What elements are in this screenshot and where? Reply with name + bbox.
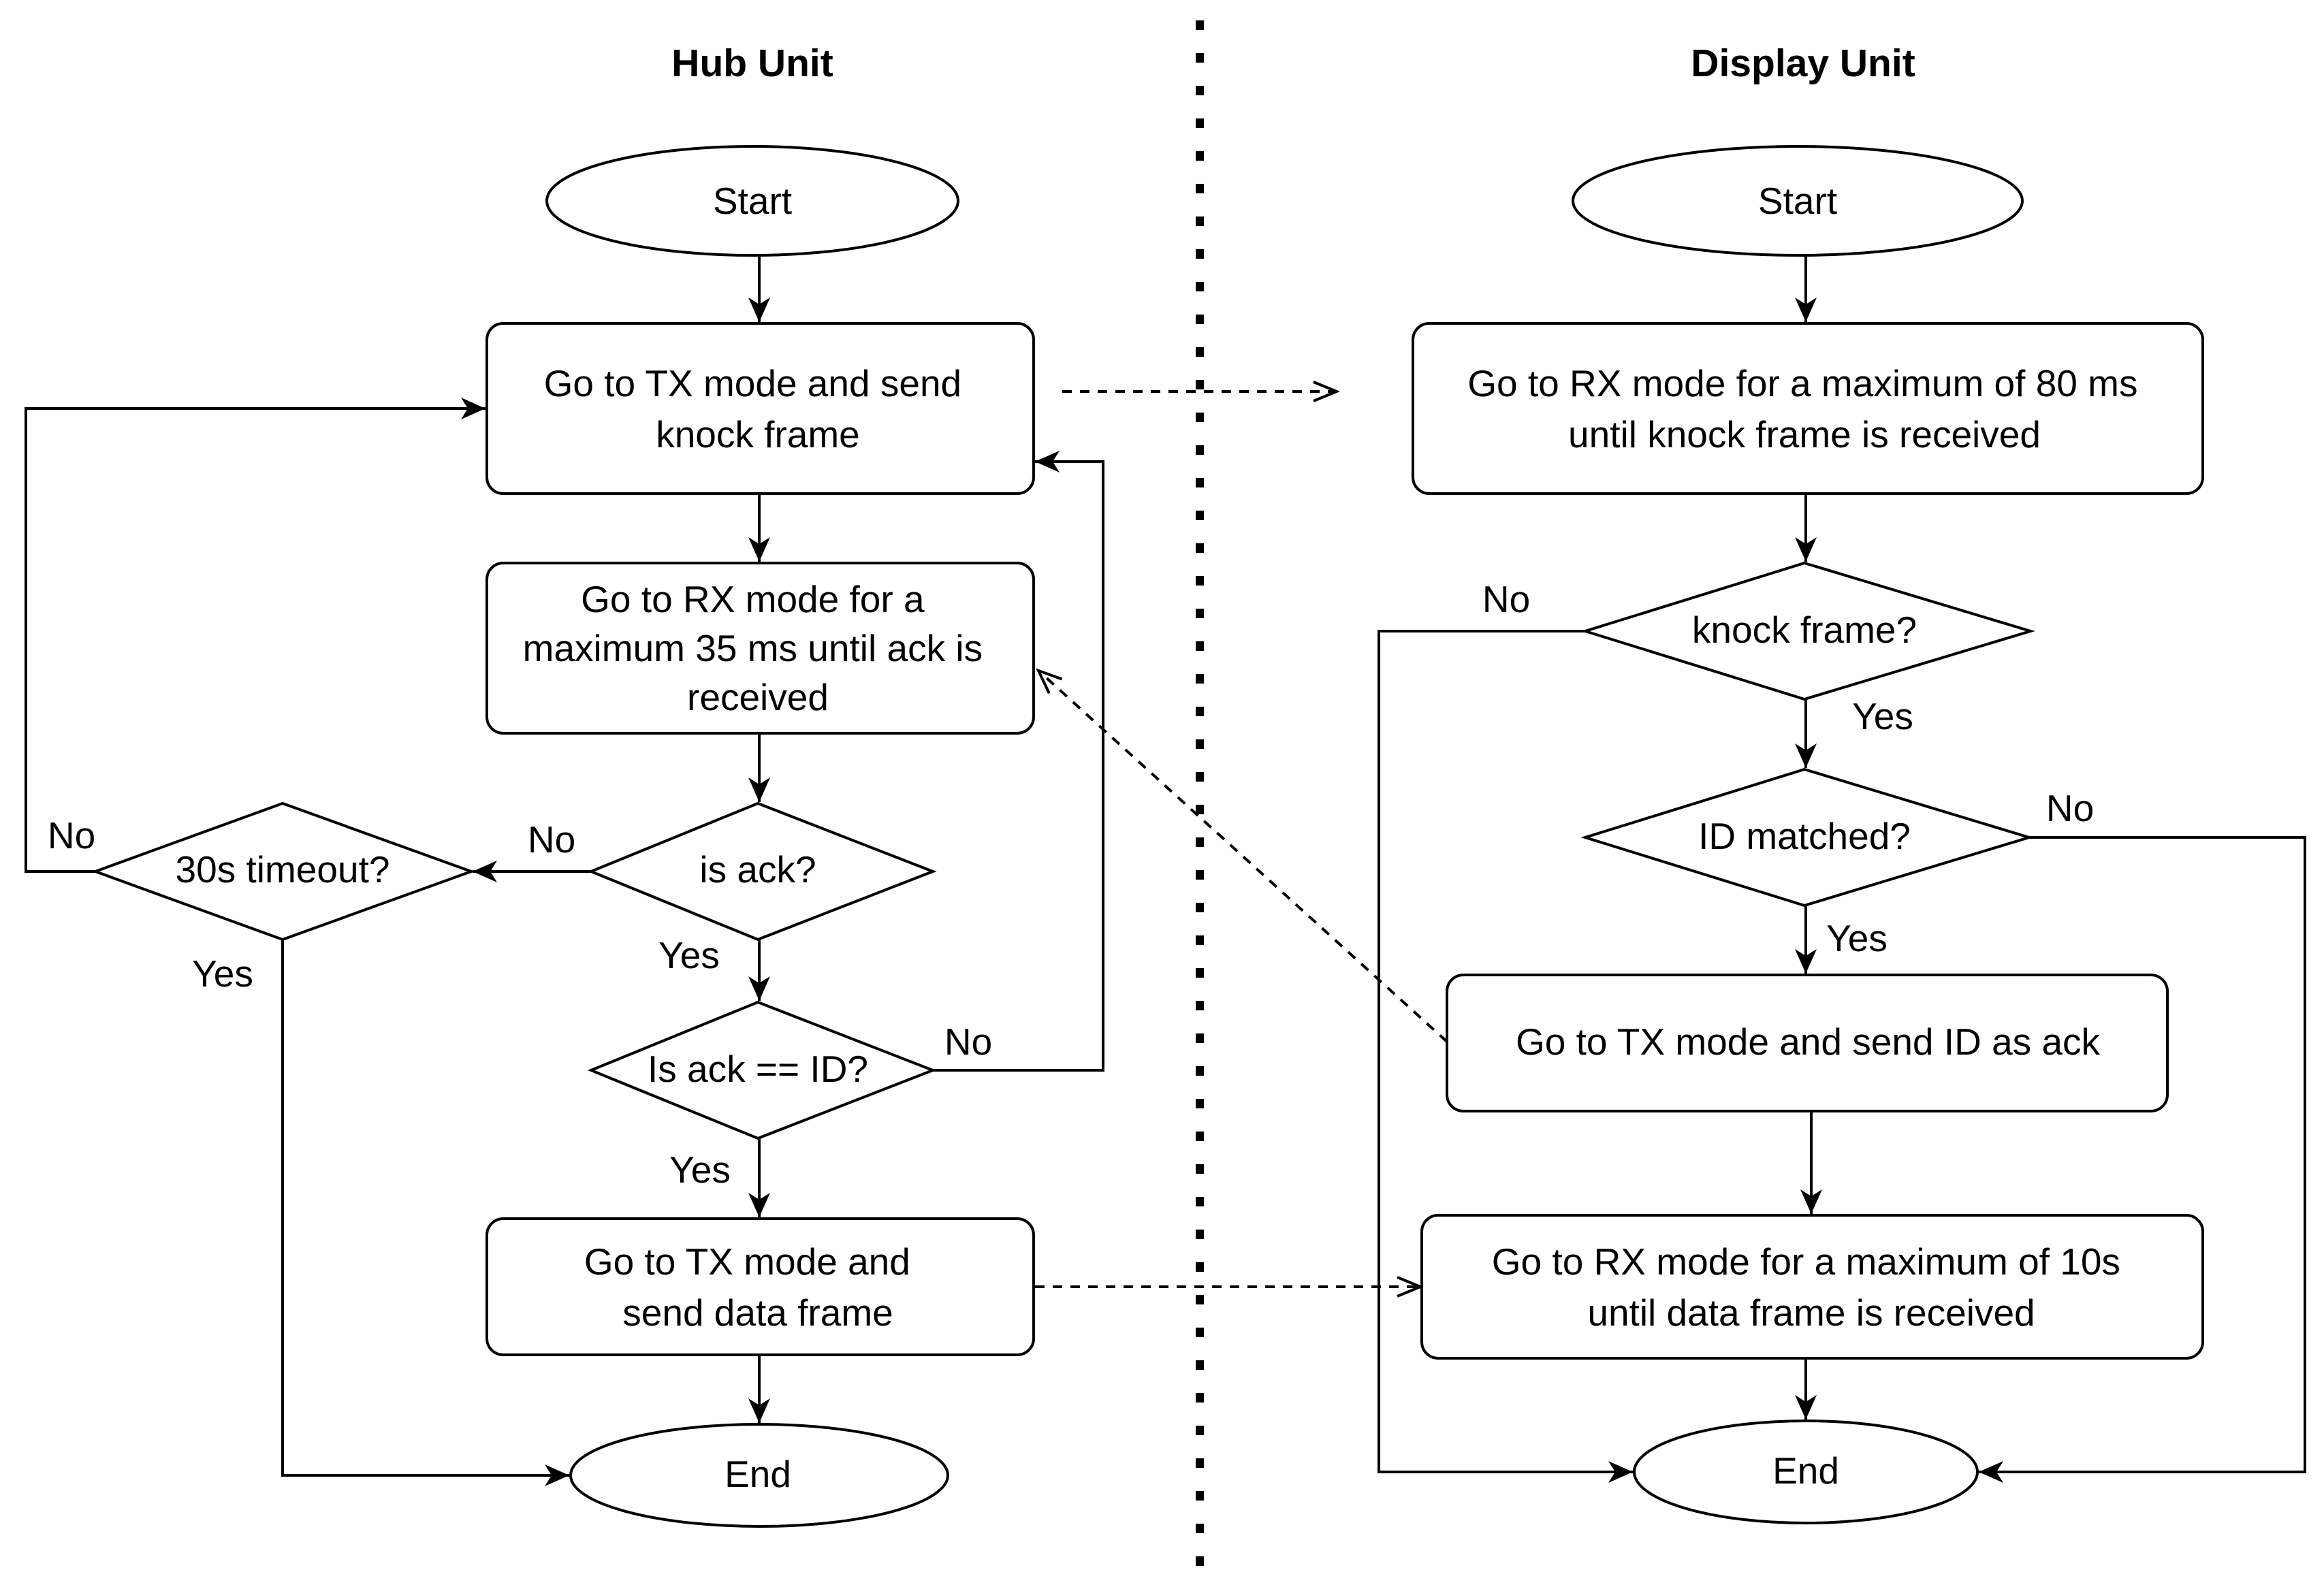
hub-end-label: End [725,1453,791,1495]
display-knock-frame-decision: knock frame? [1580,561,2035,701]
svg-text:Go to RX mode for a maximum of: Go to RX mode for a maximum of 80 ms unt… [1467,362,2148,455]
hub-start-label: Start [713,180,792,222]
label-knock-yes: Yes [1852,695,1913,737]
hub-wait-ack-node: Go to RX mode for a maximum 35 ms until … [486,562,1035,735]
svg-text:Go to RX mode for a maxi: Go to RX mode for a maximum 35 ms until … [523,578,993,718]
label-knock-no: No [1482,578,1530,620]
hub-is-ack-decision: is ack? [587,801,937,942]
display-wait-knock-line-1: Go to RX mode for a maximum of 80 ms [1467,362,2137,404]
hub-ack-eq-id-label: Is ack == ID? [648,1048,868,1090]
hub-wait-ack-line-2: maximum 35 ms until ack is [523,627,983,669]
hub-wait-ack-line-1: Go to RX mode for a [581,578,925,620]
display-knock-frame-label: knock frame? [1692,609,1917,651]
label-id-yes: Yes [1826,917,1888,959]
hub-send-data-node: Go to TX mode and send data frame [486,1217,1035,1356]
hub-send-knock-line-2: knock frame [656,413,860,455]
display-wait-data-line-1: Go to RX mode for a maximum of 10s [1492,1240,2120,1283]
display-wait-knock-node: Go to RX mode for a maximum of 80 ms unt… [1412,322,2204,495]
display-start-label: Start [1758,180,1837,222]
display-send-ack-label: Go to TX mode and send ID as ack [1516,1021,2101,1063]
edge-display-knock-no [1378,630,1633,1483]
edge-hub-timeout-yes [281,940,569,1486]
display-end-label: End [1772,1449,1839,1492]
hub-timeout-label: 30s timeout? [176,848,390,891]
svg-text:Go to TX mode and send d: Go to TX mode and send data frame [584,1240,921,1334]
display-wait-data-node: Go to RX mode for a maximum of 10s until… [1420,1214,2204,1360]
label-is-ack-yes: Yes [658,934,720,976]
display-id-matched-label: ID matched? [1698,815,1911,857]
hub-timeout-decision: 30s timeout? [91,801,475,942]
label-timeout-yes: Yes [192,952,253,995]
display-id-matched-decision: ID matched? [1580,767,2034,908]
edge-hub-timeout-no [25,398,486,873]
svg-text:Go to TX mode and send k: Go to TX mode and send knock frame [544,362,972,455]
hub-end-node: End [569,1423,949,1528]
label-timeout-no: No [48,814,95,856]
label-is-ack-no: No [528,818,575,861]
hub-is-ack-label: is ack? [699,848,816,891]
hub-send-data-line-1: Go to TX mode and [584,1240,910,1283]
edge-display-id-no [1979,836,2306,1483]
message-ack [1038,671,1448,1043]
hub-send-data-line-2: send data frame [622,1292,893,1334]
display-wait-knock-line-2: until knock frame is received [1568,413,2041,455]
display-unit-title: Display Unit [1691,42,1915,85]
label-ack-eq-id-yes: Yes [669,1149,731,1191]
display-send-ack-node: Go to TX mode and send ID as ack [1446,974,2169,1112]
svg-text:Go to RX mode for a maximum of: Go to RX mode for a maximum of 10s until… [1492,1240,2131,1334]
display-end-node: End [1633,1420,1979,1524]
hub-ack-eq-id-decision: Is ack == ID? [587,1000,937,1140]
hub-unit-title: Hub Unit [671,42,833,85]
display-wait-data-line-2: until data frame is received [1587,1292,2035,1334]
hub-send-knock-line-1: Go to TX mode and send [544,362,962,404]
label-id-no: No [2046,787,2094,829]
hub-start-node: Start [545,145,959,257]
display-start-node: Start [1572,145,2024,257]
hub-send-knock-node: Go to TX mode and send knock frame [486,322,1035,495]
edge-hub-ack-eq-id-no [933,451,1104,1072]
label-ack-eq-id-no: No [944,1021,992,1063]
hub-wait-ack-line-3: received [687,676,829,718]
